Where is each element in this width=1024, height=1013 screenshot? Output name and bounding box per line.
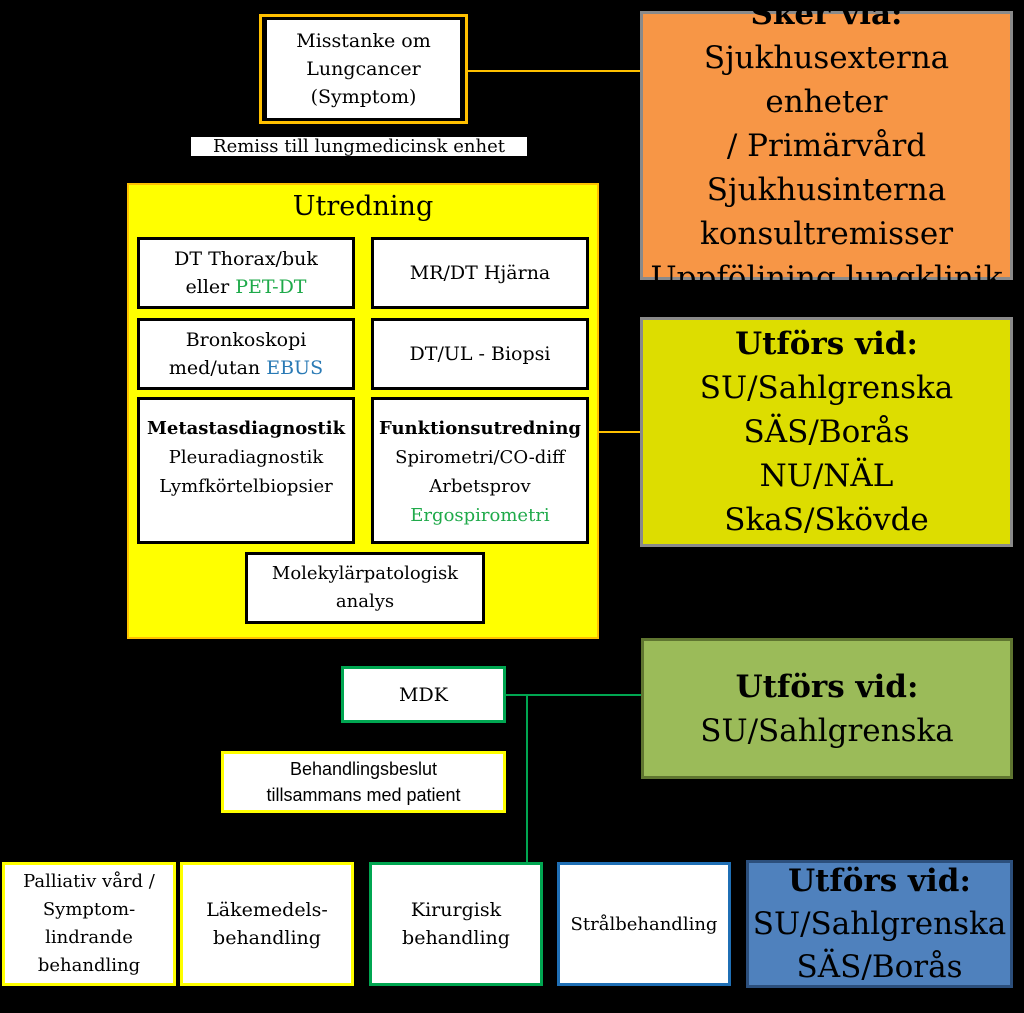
beslut-line2: tillsammans med patient	[266, 785, 461, 805]
kirurgisk-line1: Kirurgisk	[410, 899, 502, 921]
bronk-line1: Bronkoskopi	[185, 329, 307, 351]
dt-thorax-line2: eller PET-DT	[185, 276, 307, 298]
metastas-title: Metastasdiagnostik	[146, 418, 346, 439]
funktion-line2: Arbetsprov	[429, 476, 531, 497]
sker-line: Uppföljning lungklinik	[650, 259, 1003, 296]
dt-thorax-box: DT Thorax/buk eller PET-DT	[137, 237, 355, 309]
funktion-box: Funktionsutredning Spirometri/CO-diff Ar…	[371, 397, 589, 544]
symptom-line1: Misstanke om	[296, 30, 431, 52]
utfors1-title: Utförs vid:	[735, 326, 918, 362]
palliativ-line3: lindrande	[45, 927, 133, 948]
sker-line: Sjukhusexterna enheter	[703, 39, 950, 120]
funktion-line1: Spirometri/CO-diff	[395, 447, 565, 468]
lakemedel-line1: Läkemedels-	[206, 899, 328, 921]
ebus-label: EBUS	[266, 357, 324, 379]
palliativ-line2: Symptom-	[42, 899, 136, 920]
utfors3-line2: SÄS/Borås	[796, 948, 963, 985]
metastas-line2: Lymfkörtelbiopsier	[159, 476, 333, 497]
palliativ-box: Palliativ vård / Symptom- lindrande beha…	[2, 862, 176, 986]
mdk-box: MDK	[341, 666, 506, 723]
dtul-biopsi-box: DT/UL - Biopsi	[371, 318, 589, 390]
symptom-line3: (Symptom)	[310, 86, 417, 108]
palliativ-line4: behandling	[37, 955, 141, 976]
utredning-title: Utredning	[292, 190, 434, 222]
utfors-box-2: Utförs vid: SU/Sahlgrenska	[641, 638, 1013, 779]
utfors1-line: SU/Sahlgrenska	[699, 370, 954, 406]
utfors2-line1: SU/Sahlgrenska	[700, 712, 954, 749]
sker-line: Sjukhusinterna	[706, 171, 947, 208]
utfors1-line: SkaS/Skövde	[724, 502, 929, 538]
symptom-line2: Lungcancer	[306, 58, 421, 80]
bronkoskopi-box: Bronkoskopi med/utan EBUS	[137, 318, 355, 390]
symptom-box-outer	[259, 14, 468, 124]
metastas-line1: Pleuradiagnostik	[168, 447, 324, 468]
utfors3-title: Utförs vid:	[788, 862, 971, 899]
ergospirometri-label: Ergospirometri	[410, 505, 550, 526]
lakemedel-box: Läkemedels- behandling	[180, 862, 354, 986]
connector-mdk-utfors	[504, 694, 642, 696]
lakemedel-line2: behandling	[213, 927, 321, 949]
remiss-label: Remiss till lungmedicinsk enhet	[191, 137, 527, 156]
molekyl-line1: Molekylärpatologisk	[271, 563, 459, 584]
behandlingsbeslut-box: Behandlingsbeslut tillsammans med patien…	[221, 751, 506, 813]
utfors2-title: Utförs vid:	[735, 668, 919, 705]
funktion-title: Funktionsutredning	[378, 418, 581, 439]
pet-dt-label: PET-DT	[235, 276, 307, 298]
molekyl-box: Molekylärpatologisk analys	[245, 552, 485, 624]
symptom-box: Misstanke om Lungcancer (Symptom)	[267, 20, 460, 118]
sker-line: konsultremisser	[699, 215, 954, 252]
metastas-box: Metastasdiagnostik Pleuradiagnostik Lymf…	[137, 397, 355, 544]
beslut-line1: Behandlingsbeslut	[289, 759, 438, 779]
kirurgisk-box: Kirurgisk behandling	[369, 862, 543, 986]
connector-symptom-sker	[465, 70, 640, 72]
utfors-box-1: Utförs vid: SU/Sahlgrenska SÄS/Borås NU/…	[640, 317, 1013, 547]
sker-title: Sker via:	[750, 0, 903, 32]
mr-dt-box: MR/DT Hjärna	[371, 237, 589, 309]
sker-box: Sker via: Sjukhusexterna enheter / Primä…	[640, 0, 1013, 296]
dt-thorax-line1: DT Thorax/buk	[174, 248, 318, 270]
kirurgisk-line2: behandling	[402, 927, 510, 949]
utfors3-line1: SU/Sahlgrenska	[752, 905, 1007, 942]
utfors1-line: NU/NÄL	[759, 458, 894, 494]
stralbehandling-box: Strålbehandling	[557, 862, 731, 986]
palliativ-line1: Palliativ vård /	[23, 871, 155, 892]
bronk-line2: med/utan EBUS	[168, 357, 324, 379]
molekyl-line2: analys	[335, 591, 395, 612]
utfors1-line: SÄS/Borås	[743, 414, 910, 450]
utfors-box-3: Utförs vid: SU/Sahlgrenska SÄS/Borås	[746, 860, 1013, 988]
remiss-text: Remiss till lungmedicinsk enhet	[213, 137, 505, 156]
sker-line: / Primärvård	[726, 127, 927, 164]
connector-mdk-kirurgisk	[526, 694, 528, 864]
connector-utredning-utfors	[598, 431, 642, 433]
